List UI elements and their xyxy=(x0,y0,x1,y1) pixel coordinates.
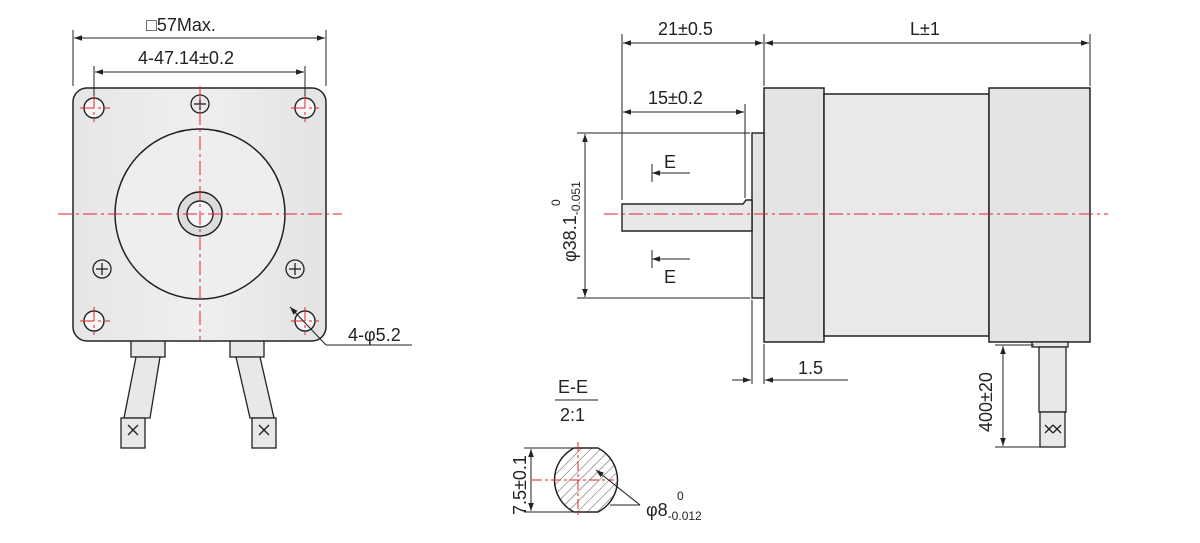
section-dimension-lines xyxy=(524,447,641,513)
front-end-cap xyxy=(763,87,825,343)
frame-size-label: □57Max. xyxy=(146,15,216,35)
screw-icon xyxy=(285,259,305,279)
shaft-usable-length-label: 15±0.2 xyxy=(648,88,703,108)
pilot-diameter-label: φ38.1-0.051 0 xyxy=(549,181,583,262)
shaft-diameter-prefix: φ8 xyxy=(646,500,668,520)
flange-thickness-label: 1.5 xyxy=(798,358,823,378)
section-mark-top: E xyxy=(664,152,676,172)
pilot-boss xyxy=(751,132,765,299)
motor-length-label: L±1 xyxy=(910,19,940,39)
pilot-diameter-prefix: φ38.1 xyxy=(560,215,580,262)
rear-end-cap xyxy=(988,87,1091,343)
flat-height-label: 7.5±0.1 xyxy=(510,455,530,515)
front-center-lines xyxy=(58,86,342,340)
pilot-tol-upper: 0 xyxy=(549,199,563,206)
screw-icon xyxy=(92,259,112,279)
shaft-diameter-label: φ8-0.012 xyxy=(646,500,702,523)
pilot-tol-lower: -0.051 xyxy=(569,181,583,215)
side-shaft xyxy=(621,199,753,232)
side-view: 21±0.5 L±1 15±0.2 E E 1.5 φ38.1-0.051 0 … xyxy=(549,19,1108,448)
section-mark-bottom: E xyxy=(664,267,676,287)
section-center-lines xyxy=(532,442,614,518)
front-view: □57Max. 4-47.14±0.2 4-φ5.2 xyxy=(58,15,412,449)
front-dimension-lines xyxy=(72,30,412,346)
front-cable-right xyxy=(229,338,277,449)
front-cable-left xyxy=(120,338,166,449)
shaft-tol-lower: -0.012 xyxy=(668,509,702,523)
section-view: E-E 2:1 7.5±0.1 φ8-0.012 0 xyxy=(510,377,702,523)
hole-pitch-label: 4-47.14±0.2 xyxy=(138,48,234,68)
stator-body xyxy=(823,93,990,337)
lead-length-label: 400±20 xyxy=(976,372,996,432)
side-dimension-lines xyxy=(577,34,1091,448)
side-cable xyxy=(1031,341,1069,448)
section-title: E-E xyxy=(558,377,588,397)
shaft-length-label: 21±0.5 xyxy=(658,19,713,39)
section-scale: 2:1 xyxy=(560,405,585,425)
hole-diameter-label: 4-φ5.2 xyxy=(348,325,401,345)
screw-icons xyxy=(92,94,305,279)
svg-text:φ38.1-0.051: φ38.1-0.051 xyxy=(560,181,583,262)
shaft-tol-upper: 0 xyxy=(677,489,684,503)
